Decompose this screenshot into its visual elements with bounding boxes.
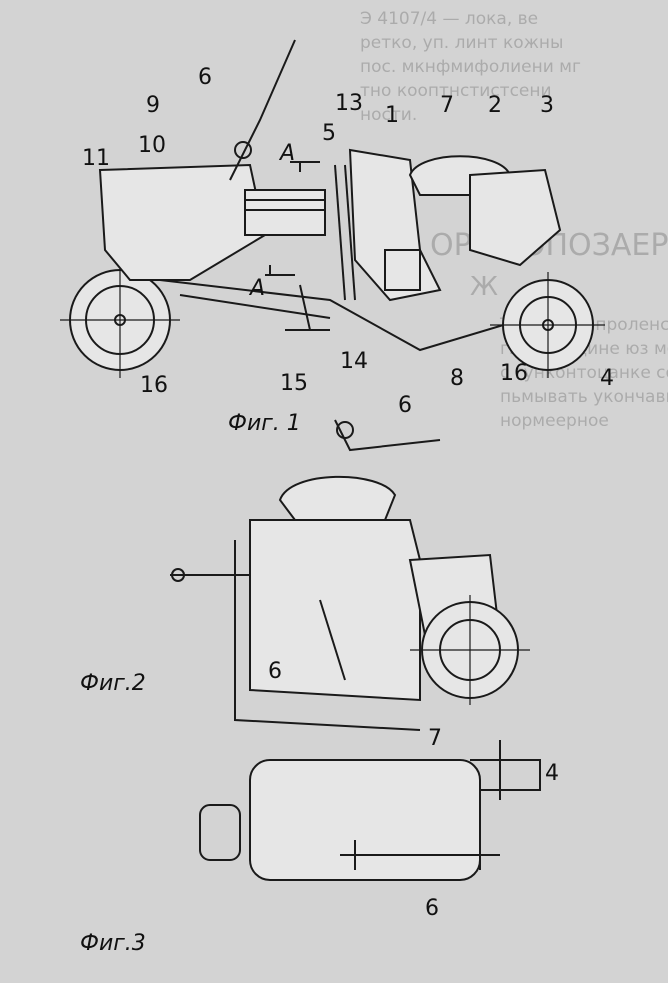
fig1-tank [469, 168, 562, 267]
bg-line-4: тно кооптнстистсени [360, 81, 552, 101]
bg-line-3: пос. мкнфмифолиени мг [360, 57, 581, 77]
fig1-label: 16 [140, 373, 168, 398]
fig1-rear-fairing [98, 163, 267, 281]
figure-3-caption: Фиг.3 [80, 931, 146, 956]
figure-3-drawing [199, 740, 541, 881]
fig1-label: 8 [450, 366, 464, 391]
fig1-label: A [278, 141, 295, 166]
bg-line-12: нормеерное [500, 411, 609, 431]
fig3-handle [470, 759, 541, 791]
figure-2-caption: Фиг.2 [80, 671, 146, 696]
figure-3-labels: 7 4 6 [425, 726, 559, 921]
fig1-label: 6 [198, 65, 212, 90]
bg-line-5: ности. [360, 105, 417, 125]
fig1-label: 15 [280, 371, 308, 396]
figure-2-drawing [170, 419, 530, 731]
fig1-label: 4 [600, 366, 614, 391]
fig1-label: 3 [540, 93, 554, 118]
fig1-label: A [248, 276, 265, 301]
fig1-battery-box [244, 189, 326, 236]
fig1-label: 14 [340, 349, 368, 374]
fig2-label: 6 [398, 393, 412, 418]
fig1-label: 1 [385, 103, 399, 128]
bg-line-11: пьмывать укончавю [500, 387, 668, 407]
bg-line-2: ретко, уп. линт кожны [360, 33, 563, 53]
figure-1-drawing [60, 39, 605, 378]
bg-line-7: Ж [470, 272, 498, 302]
fig1-label: 7 [440, 93, 454, 118]
fig2-label: 6 [268, 659, 282, 684]
fig1-handlebar [229, 39, 296, 181]
fig1-label: 5 [322, 121, 336, 146]
fig2-handlebar [334, 419, 441, 452]
fig2-pedal [319, 599, 346, 681]
fig1-label: 16 [500, 361, 528, 386]
fig1-label: 13 [335, 91, 363, 116]
figure-1-caption: Фиг. 1 [228, 411, 301, 436]
fig3-body [249, 759, 481, 881]
fig1-label: 2 [488, 93, 502, 118]
fig1-label: 11 [82, 146, 110, 171]
fig1-engine [384, 249, 421, 291]
fig3-label: 7 [428, 726, 442, 751]
fig1-label: 9 [146, 93, 160, 118]
bg-line-1: Э 4107/4 — лока, ве [360, 9, 538, 29]
fig3-label: 4 [545, 761, 559, 786]
fig2-seat [278, 475, 397, 521]
figure-2-labels: 6 6 [268, 393, 412, 684]
fig1-label: 10 [138, 133, 166, 158]
fig3-label: 6 [425, 896, 439, 921]
figure-1-labels: 6 9 10 11 5 A A 13 1 7 2 3 14 15 16 8 16… [82, 65, 614, 398]
fig2-body [249, 519, 421, 702]
